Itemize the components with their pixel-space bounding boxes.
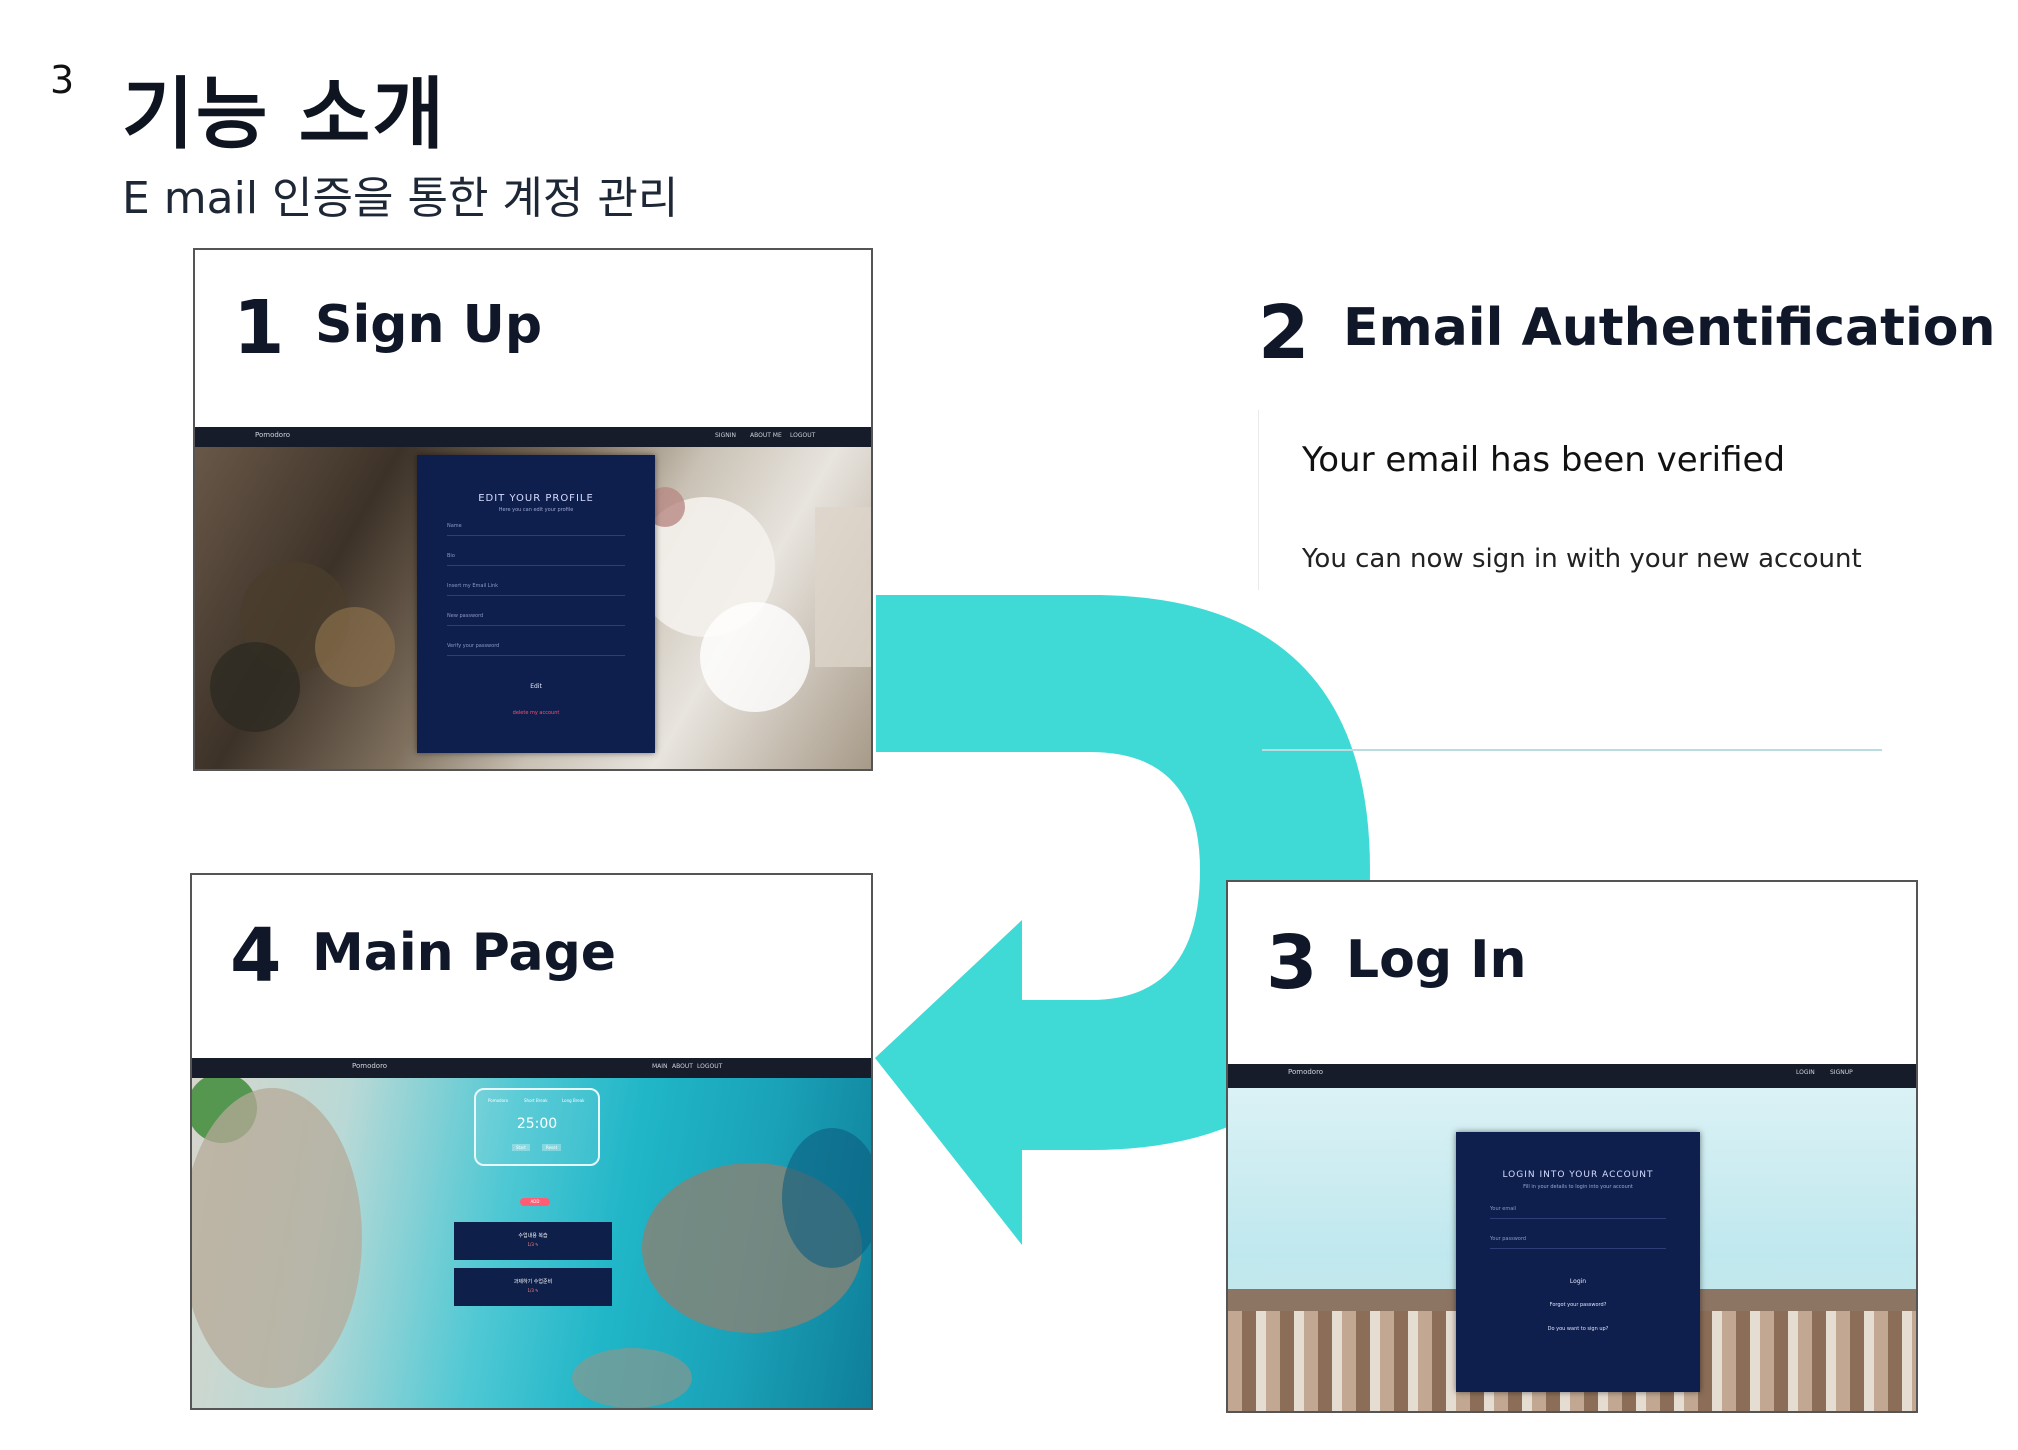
delete-account-link[interactable]: delete my account [512, 710, 560, 716]
email-field[interactable]: Insert my Email Link [447, 583, 625, 596]
step-number: 1 [233, 285, 285, 371]
task-meta: 1/3 ✎ [527, 1288, 539, 1293]
divider [1258, 410, 1259, 590]
edit-button[interactable]: Edit [530, 683, 542, 690]
nav-brand[interactable]: Pomodoro [1288, 1068, 1324, 1076]
step-number: 2 [1258, 290, 1310, 376]
panel-subtitle: Here you can edit your profile [498, 507, 574, 513]
tab-pomodoro[interactable]: Pomodoro [488, 1098, 509, 1103]
start-button[interactable]: Start [512, 1144, 530, 1151]
slide-subtitle: E mail 인증을 통한 계정 관리 [122, 173, 679, 224]
email-field[interactable]: Your email [1490, 1206, 1666, 1219]
step-card-main-page: 4 Main Page Pomodoro MAIN ABOUT LOGOUT P… [190, 873, 873, 1410]
divider [1262, 749, 1882, 751]
step-label: Email Authentification [1343, 298, 1996, 358]
login-panel: LOGIN INTO YOUR ACCOUNT Fill in your det… [1456, 1132, 1700, 1392]
log-in-screenshot: Pomodoro LOGIN SIGNUP LOGIN INTO YOUR AC… [1228, 1064, 1916, 1411]
login-button[interactable]: Login [1569, 1278, 1587, 1285]
edit-profile-panel: EDIT YOUR PROFILE Here you can edit your… [417, 455, 655, 753]
sign-up-screenshot: Pomodoro SIGNIN ABOUT ME LOGOUT EDIT YOU… [195, 427, 871, 769]
nav-brand[interactable]: Pomodoro [352, 1062, 388, 1070]
flowers-image [210, 487, 871, 732]
timer-panel: Pomodoro Short Break Long Break 25:00 St… [474, 1088, 600, 1166]
verify-password-field[interactable]: Verify your password [447, 643, 625, 656]
nav-brand[interactable]: Pomodoro [255, 431, 291, 439]
tab-short-break[interactable]: Short Break [524, 1098, 548, 1103]
ocean-rocks-image [192, 1078, 871, 1408]
nav-link-logout[interactable]: LOGOUT [790, 432, 816, 439]
panel-subtitle: Fill in your details to login into your … [1523, 1184, 1633, 1190]
timer-value: 25:00 [516, 1116, 558, 1132]
navbar: Pomodoro LOGIN SIGNUP [1228, 1064, 1916, 1088]
slide-number: 3 [50, 58, 75, 102]
nav-link-about[interactable]: ABOUT [672, 1063, 693, 1070]
reset-button[interactable]: Reset [542, 1144, 562, 1151]
new-password-field[interactable]: New password [447, 613, 625, 626]
bio-field[interactable]: Bio [447, 553, 625, 566]
tab-long-break[interactable]: Long Break [562, 1098, 585, 1103]
signup-link[interactable]: Do you want to sign up? [1547, 1326, 1609, 1332]
task-item[interactable]: 수업내용 복습 1/3 ✎ [454, 1222, 612, 1260]
step-number: 4 [230, 913, 282, 999]
task-item[interactable]: 과제하기 수업준비 1/3 ✎ [454, 1268, 612, 1306]
nav-link-about[interactable]: ABOUT ME [750, 432, 782, 439]
task-title: 과제하기 수업준비 [513, 1279, 553, 1285]
nav-link-signin[interactable]: SIGNIN [715, 432, 736, 439]
panel-title: LOGIN INTO YOUR ACCOUNT [1502, 1170, 1654, 1180]
task-title: 수업내용 복습 [518, 1233, 548, 1239]
verified-message-title: Your email has been verified [1302, 440, 1786, 480]
name-field[interactable]: Name [447, 523, 625, 536]
nav-link-signup[interactable]: SIGNUP [1830, 1069, 1853, 1076]
step-label: Sign Up [315, 295, 543, 355]
main-page-screenshot: Pomodoro MAIN ABOUT LOGOUT Pomodoro Shor… [192, 1058, 871, 1408]
step-card-sign-up: 1 Sign Up Pomodoro SIGNIN ABOUT ME LOGOU… [193, 248, 873, 771]
panel-title: EDIT YOUR PROFILE [478, 493, 594, 504]
verified-message-body: You can now sign in with your new accoun… [1302, 544, 1862, 574]
step-card-log-in: 3 Log In Pomodoro LOGIN SIGNUP LOGIN INT… [1226, 880, 1918, 1413]
nav-link-login[interactable]: LOGIN [1796, 1069, 1815, 1076]
forgot-password-link[interactable]: Forgot your password? [1549, 1302, 1607, 1308]
task-meta: 1/3 ✎ [527, 1242, 539, 1247]
add-task-button[interactable]: ADD [520, 1198, 550, 1206]
slide-title: 기능 소개 [122, 70, 447, 160]
step-label: Main Page [312, 923, 617, 983]
nav-link-logout[interactable]: LOGOUT [697, 1063, 723, 1070]
step-label: Log In [1346, 930, 1527, 990]
nav-link-main[interactable]: MAIN [652, 1063, 668, 1070]
step-number: 3 [1266, 920, 1318, 1006]
navbar: Pomodoro MAIN ABOUT LOGOUT [192, 1058, 871, 1078]
navbar: Pomodoro SIGNIN ABOUT ME LOGOUT [195, 427, 871, 447]
password-field[interactable]: Your password [1490, 1236, 1666, 1249]
